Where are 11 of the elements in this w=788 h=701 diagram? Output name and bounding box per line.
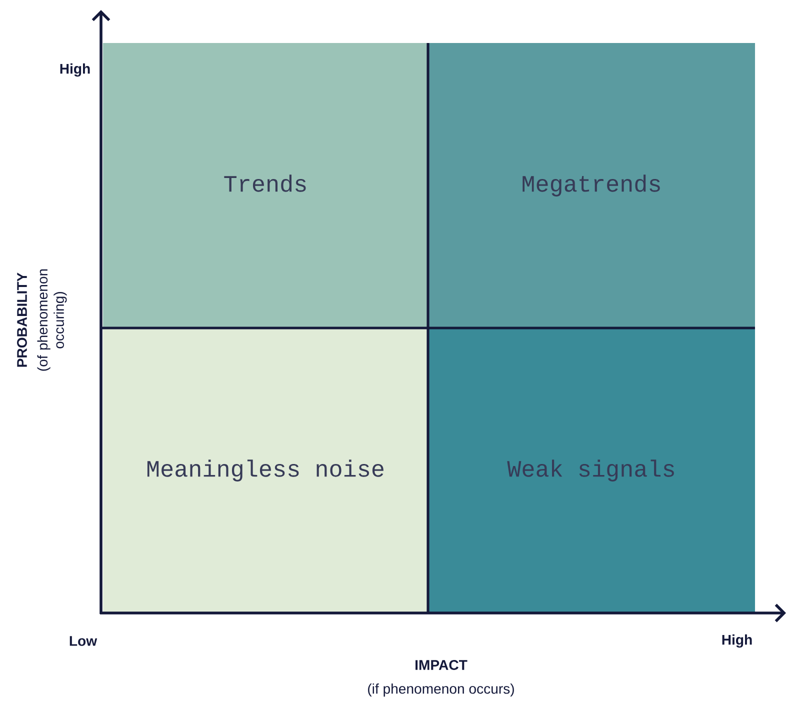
axis-title: IMPACT bbox=[416, 660, 468, 670]
axis-label: High bbox=[60, 63, 90, 77]
axis-subtitle: (if phenomenon occurs) bbox=[368, 683, 514, 697]
axis-label: Low bbox=[70, 636, 98, 646]
axis-subtitle: (of phenomenon occuring) bbox=[37, 269, 67, 371]
quadrant-box: Meaningless noise bbox=[103, 328, 428, 614]
quadrant-box: Weak signals bbox=[428, 328, 756, 614]
quadrant-box: Megatrends bbox=[428, 43, 756, 328]
axis-label: High bbox=[722, 634, 752, 648]
quadrant-box: Trends bbox=[103, 43, 428, 328]
axis-title: PROBABILITY bbox=[17, 272, 27, 367]
